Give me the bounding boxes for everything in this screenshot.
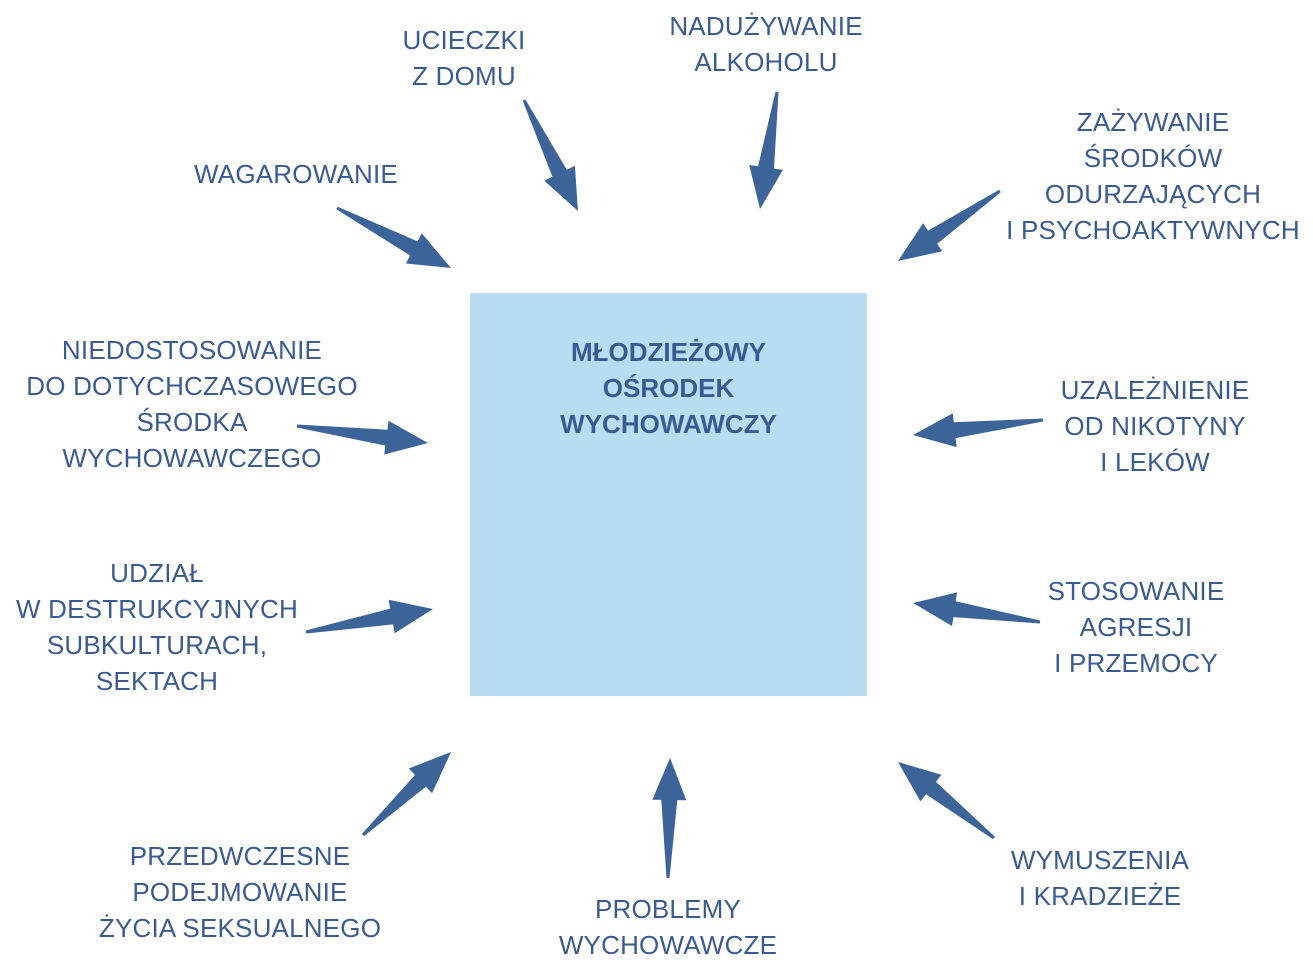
factor-line: ZAŻYWANIE [1076,107,1230,137]
center-title-line: OŚRODEK [602,373,735,403]
factor-line: WYMUSZENIA [1010,845,1190,875]
factor-problemy: PROBLEMY WYCHOWAWCZE [540,891,796,963]
factor-line: ŻYCIA SEKSUALNEGO [98,913,382,943]
factor-line: NIEDOSTOSOWANIE [61,335,323,365]
factor-line: I LEKÓW [1100,447,1210,477]
factor-line: I PSYCHOAKTYWNYCH [1006,215,1300,245]
factor-line: SEKTACH [95,666,219,696]
center-box [470,293,867,696]
arrow-problemy [652,758,687,878]
factor-line: STOSOWANIE [1047,576,1225,606]
factor-line: PROBLEMY [594,894,742,924]
center-title-line: MŁODZIEŻOWY [571,337,766,367]
factor-line: DO DOTYCHCZASOWEGO [26,371,358,401]
factor-line: I PRZEMOCY [1054,648,1218,678]
factor-ucieczki: UCIECZKI Z DOMU [399,22,529,94]
factor-line: ODURZAJĄCYCH [1044,179,1262,209]
factor-line: NADUŻYWANIE [669,11,863,41]
arrow-nikotyna [913,413,1044,448]
arrow-agresja [913,592,1041,626]
arrow-ucieczki [522,99,578,211]
factor-line: AGRESJI [1079,612,1193,642]
arrow-seksualne [362,752,451,837]
arrow-srodki [898,189,1001,261]
factor-line: UDZIAŁ [110,558,204,588]
center-title: MŁODZIEŻOWY OŚRODEK WYCHOWAWCZY [470,334,867,442]
factor-line: I KRADZIEŻE [1018,881,1182,911]
factor-subkultury: UDZIAŁ W DESTRUKCYJNYCH SUBKULTURACH, SE… [6,555,308,699]
factor-line: WAGAROWANIE [194,159,398,189]
factor-line: ALKOHOLU [694,47,838,77]
factor-srodki: ZAŻYWANIE ŚRODKÓW ODURZAJĄCYCH I PSYCHOA… [996,104,1310,248]
factor-line: PODEJMOWANIE [132,877,348,907]
arrow-niedostosowanie [296,420,428,455]
factor-line: PRZEDWCZESNE [129,841,351,871]
arrows-group [296,91,1044,878]
factor-nikotyna: UZALEŻNIENIE OD NIKOTYNY I LEKÓW [1040,372,1270,480]
arrow-alkohol [749,91,783,209]
factor-agresja: STOSOWANIE AGRESJI I PRZEMOCY [1036,573,1236,681]
arrow-wagarowanie [336,206,451,268]
factor-line: ŚRODKÓW [1083,143,1223,173]
factor-line: Z DOMU [412,61,516,91]
factor-alkohol: NADUŻYWANIE ALKOHOLU [648,8,884,80]
factor-line: W DESTRUKCYJNYCH [16,594,298,624]
factor-line: SUBKULTURACH, [46,630,268,660]
arrow-wymuszenia [898,762,995,840]
factor-line: WYCHOWAWCZE [558,930,778,960]
factor-line: UCIECZKI [402,25,526,55]
factor-wagarowanie: WAGAROWANIE [176,156,416,192]
factor-line: OD NIKOTYNY [1064,411,1246,441]
factor-line: UZALEŻNIENIE [1060,375,1250,405]
factor-line: WYCHOWAWCZEGO [62,443,322,473]
center-title-line: WYCHOWAWCZY [560,409,777,439]
arrow-subkultury [305,599,433,634]
factor-line: ŚRODKA [136,407,248,437]
factor-wymuszenia: WYMUSZENIA I KRADZIEŻE [990,842,1210,914]
factor-seksualne: PRZEDWCZESNE PODEJMOWANIE ŻYCIA SEKSUALN… [90,838,390,946]
factor-niedostosowanie: NIEDOSTOSOWANIE DO DOTYCHCZASOWEGO ŚRODK… [8,332,376,476]
